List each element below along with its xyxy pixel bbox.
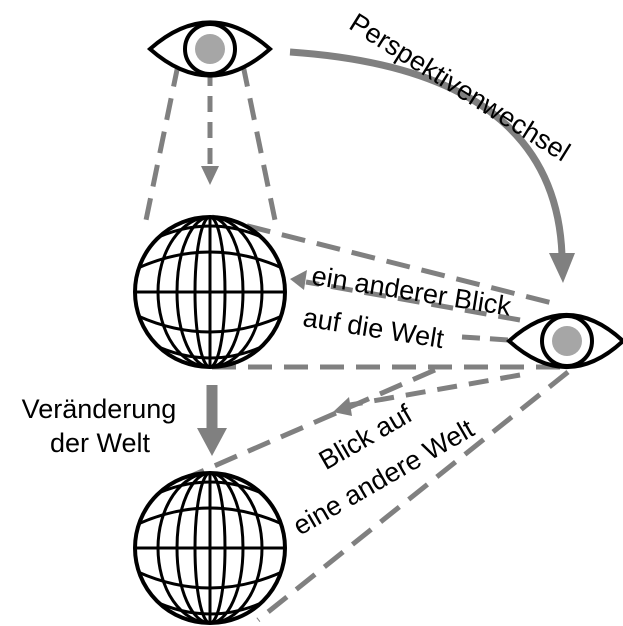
- world-change-label-line1: Veränderung: [22, 394, 177, 424]
- world-change-arrowhead: [197, 428, 227, 456]
- other-world-arrow-shaft: [350, 375, 520, 405]
- perspective-change-arrowhead: [549, 253, 575, 283]
- top-eye-view-cone: [145, 65, 276, 225]
- top-eye-icon: [150, 23, 270, 76]
- top-eye-down-arrowhead: [201, 166, 219, 185]
- world-change-label-line2: der Welt: [50, 428, 151, 458]
- other-view-arrowhead: [290, 270, 307, 290]
- perspective-change-label: Perspektivenwechsel: [344, 7, 575, 167]
- globe-icon: [135, 473, 285, 623]
- other-view-label-line2: auf die Welt: [301, 302, 447, 354]
- right-eye-icon: [509, 315, 623, 367]
- globe-icon: [135, 217, 285, 367]
